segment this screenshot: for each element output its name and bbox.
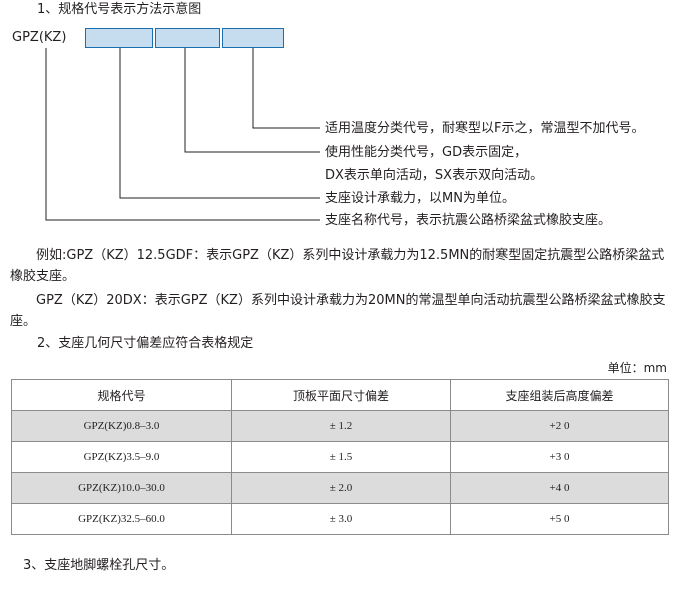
cell-plate-tolerance: ± 2.0 [231, 472, 451, 504]
cell-spec-code: GPZ(KZ)3.5–9.0 [11, 441, 232, 473]
example-paragraph-2: GPZ（KZ）20DX：表示GPZ（KZ）系列中设计承载力为20MN的常温型单向… [10, 293, 666, 329]
example-paragraph-1: 例如:GPZ（KZ）12.5GDF：表示GPZ（KZ）系列中设计承载力为12.5… [10, 248, 665, 284]
table-row: GPZ(KZ)3.5–9.0 ± 1.5 +3 0 [11, 441, 669, 473]
section-1-heading: 1、规格代号表示方法示意图 [37, 2, 202, 17]
cell-height-tolerance: +5 0 [450, 503, 669, 535]
code-box-load [85, 28, 153, 48]
cell-plate-tolerance: ± 1.5 [231, 441, 451, 473]
cell-height-tolerance: +3 0 [450, 441, 669, 473]
connector-temperature [252, 48, 320, 129]
connector-performance [184, 48, 320, 153]
section-2-heading: 2、支座几何尺寸偏差应符合表格规定 [37, 336, 254, 351]
label-load: 支座设计承载力，以MN为单位。 [325, 191, 515, 206]
cell-spec-code: GPZ(KZ)10.0–30.0 [11, 472, 232, 504]
header-plate-tolerance: 顶板平面尺寸偏差 [231, 379, 451, 411]
diagram-connector-lines [45, 48, 320, 221]
label-temperature: 适用温度分类代号，耐寒型以F示之，常温型不加代号。 [325, 121, 645, 136]
cell-spec-code: GPZ(KZ)32.5–60.0 [11, 503, 232, 535]
table-row: GPZ(KZ)0.8–3.0 ± 1.2 +2 0 [11, 410, 669, 442]
label-performance: 使用性能分类代号，GD表示固定， [325, 145, 528, 160]
cell-plate-tolerance: ± 3.0 [231, 503, 451, 535]
header-height-tolerance: 支座组装后高度偏差 [450, 379, 669, 411]
connector-load [119, 48, 320, 199]
connector-name [45, 48, 320, 221]
cell-height-tolerance: +4 0 [450, 472, 669, 504]
unit-label: 单位：mm [607, 361, 667, 375]
tolerance-table: 规格代号 顶板平面尺寸偏差 支座组装后高度偏差 GPZ(KZ)0.8–3.0 ±… [11, 379, 669, 535]
header-spec-code: 规格代号 [11, 379, 232, 411]
label-name: 支座名称代号，表示抗震公路桥梁盆式橡胶支座。 [325, 213, 612, 228]
table-row: GPZ(KZ)32.5–60.0 ± 3.0 +5 0 [11, 503, 669, 535]
code-box-temperature [222, 28, 284, 48]
section-3-heading: 3、支座地脚螺栓孔尺寸。 [23, 558, 175, 573]
cell-plate-tolerance: ± 1.2 [231, 410, 451, 442]
table-header-row: 规格代号 顶板平面尺寸偏差 支座组装后高度偏差 [11, 379, 669, 411]
label-performance-detail: DX表示单向活动，SX表示双向活动。 [325, 168, 544, 183]
table-row: GPZ(KZ)10.0–30.0 ± 2.0 +4 0 [11, 472, 669, 504]
code-prefix: GPZ(KZ) [12, 30, 67, 45]
code-box-performance [155, 28, 220, 48]
cell-spec-code: GPZ(KZ)0.8–3.0 [11, 410, 232, 442]
cell-height-tolerance: +2 0 [450, 410, 669, 442]
